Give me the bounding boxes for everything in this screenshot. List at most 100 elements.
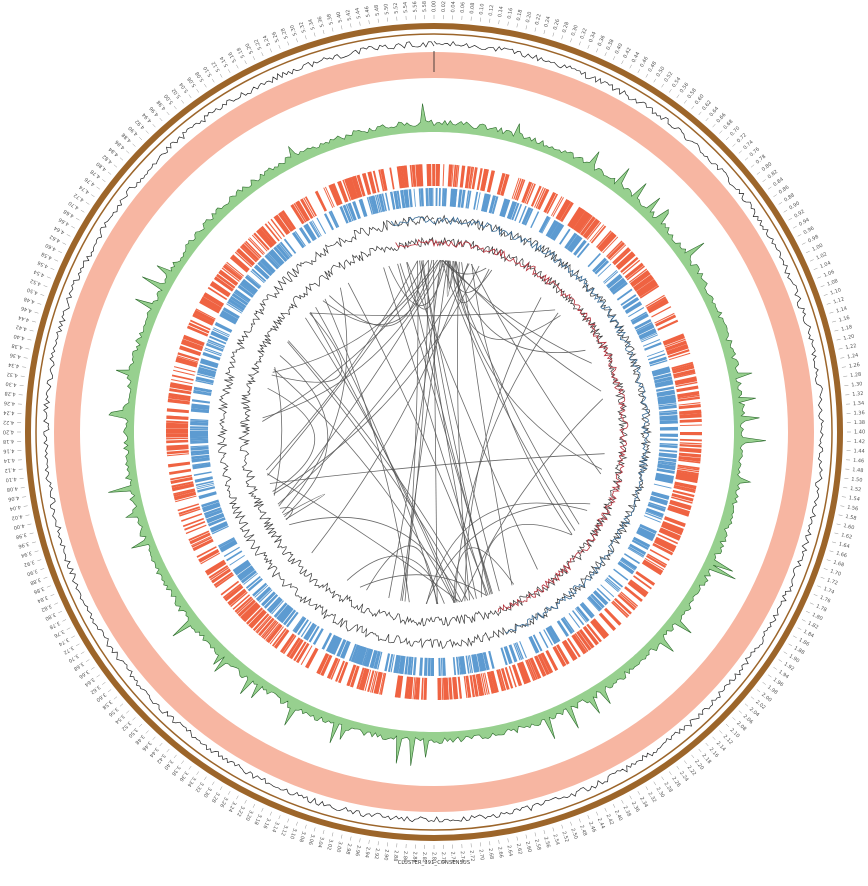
tick-label: 4.64 bbox=[53, 225, 66, 236]
tick-label: 0.20 bbox=[525, 11, 533, 23]
tick-mark bbox=[751, 697, 754, 700]
tick-mark bbox=[228, 69, 230, 72]
link-chord bbox=[283, 494, 324, 519]
tick-mark bbox=[236, 65, 238, 69]
tick-mark bbox=[35, 312, 39, 313]
tick-label: 1.20 bbox=[843, 334, 855, 342]
link-chord bbox=[274, 367, 282, 496]
tick-mark bbox=[713, 737, 716, 740]
link-chord bbox=[426, 503, 590, 603]
tick-mark bbox=[91, 667, 94, 669]
tick-mark bbox=[167, 112, 170, 115]
tick-label: 4.12 bbox=[4, 466, 16, 473]
tick-mark bbox=[613, 804, 615, 808]
tick-label: 3.06 bbox=[307, 833, 316, 845]
forward-gene bbox=[168, 462, 190, 468]
tick-mark bbox=[839, 348, 843, 349]
tick-label: 5.56 bbox=[412, 1, 418, 12]
tick-mark bbox=[108, 172, 111, 174]
tick-mark bbox=[613, 56, 615, 60]
tick-mark bbox=[181, 761, 183, 764]
tick-mark bbox=[824, 294, 828, 295]
reverse-gene bbox=[660, 429, 678, 431]
tick-label: 1.30 bbox=[851, 381, 863, 388]
tick-label: 4.20 bbox=[3, 429, 14, 435]
tick-mark bbox=[120, 704, 123, 707]
reverse-gene-ring-group bbox=[190, 188, 678, 676]
tick-mark bbox=[40, 294, 44, 295]
link-chord bbox=[427, 503, 587, 604]
tick-mark bbox=[699, 749, 702, 752]
tick-label: 5.24 bbox=[262, 34, 272, 47]
reverse-gene bbox=[539, 216, 550, 233]
tick-mark bbox=[35, 551, 39, 552]
tick-mark bbox=[54, 603, 58, 605]
tick-mark bbox=[745, 158, 748, 161]
forward-gene bbox=[676, 385, 698, 392]
tick-mark bbox=[220, 787, 222, 790]
tick-mark bbox=[91, 195, 94, 197]
tick-label: 5.42 bbox=[345, 9, 353, 21]
tick-mark bbox=[47, 277, 51, 278]
tick-mark bbox=[842, 367, 846, 368]
tick-mark bbox=[621, 800, 623, 804]
tick-label: 2.66 bbox=[496, 846, 504, 858]
tick-mark bbox=[126, 711, 129, 714]
tick-label: 0.46 bbox=[639, 56, 650, 69]
tick-label: 2.98 bbox=[344, 843, 352, 855]
tick-label: 0.12 bbox=[488, 4, 495, 16]
tick-label: 4.56 bbox=[37, 259, 50, 269]
tick-mark bbox=[58, 251, 62, 253]
tick-mark bbox=[369, 20, 370, 24]
tick-label: 0.98 bbox=[807, 234, 820, 244]
tick-mark bbox=[526, 25, 527, 29]
reverse-gene bbox=[605, 578, 619, 591]
tick-mark bbox=[97, 187, 100, 189]
tick-mark bbox=[114, 165, 117, 168]
tick-mark bbox=[262, 808, 264, 812]
tick-mark bbox=[81, 652, 84, 654]
tick-mark bbox=[526, 835, 527, 839]
link-chord bbox=[278, 264, 469, 505]
tick-label: 0.92 bbox=[793, 209, 806, 220]
tick-mark bbox=[37, 560, 41, 561]
tick-label: 3.98 bbox=[15, 531, 27, 540]
tick-mark bbox=[114, 697, 117, 700]
tick-mark bbox=[824, 568, 828, 569]
link-chord bbox=[329, 260, 423, 326]
tick-mark bbox=[840, 358, 844, 359]
tick-mark bbox=[30, 533, 34, 534]
link-chord bbox=[384, 268, 487, 596]
tick-label: 2.68 bbox=[487, 848, 494, 860]
tick-label: 2.44 bbox=[596, 817, 606, 830]
tick-label: 1.14 bbox=[836, 306, 848, 315]
tick-label: 2.92 bbox=[373, 848, 380, 860]
tick-mark bbox=[535, 832, 536, 836]
tick-label: 0.00 bbox=[432, 1, 438, 12]
tick-label: 0.14 bbox=[497, 6, 505, 18]
tick-label: 4.60 bbox=[44, 242, 57, 252]
tick-mark bbox=[181, 100, 183, 103]
tick-mark bbox=[27, 339, 31, 340]
tick-label: 5.16 bbox=[227, 51, 238, 64]
tick-label: 4.14 bbox=[4, 457, 16, 464]
reverse-gene bbox=[654, 484, 672, 489]
tick-mark bbox=[30, 330, 34, 331]
tick-mark bbox=[76, 218, 79, 220]
tick-mark bbox=[305, 35, 306, 39]
tick-mark bbox=[605, 808, 607, 812]
tick-mark bbox=[160, 118, 163, 121]
tick-label: 1.54 bbox=[848, 495, 860, 503]
ideogram-inner-edge bbox=[36, 34, 832, 830]
tick-label: 1.72 bbox=[826, 577, 839, 587]
tick-mark bbox=[360, 838, 361, 842]
tick-mark bbox=[570, 822, 571, 826]
forward-gene bbox=[215, 574, 234, 588]
tick-mark bbox=[842, 497, 846, 498]
forward-gene bbox=[169, 469, 191, 475]
reverse-gene bbox=[428, 658, 431, 676]
tick-label: 0.18 bbox=[516, 9, 524, 21]
tick-label: 1.84 bbox=[802, 629, 815, 640]
tick-label: 1.56 bbox=[847, 505, 859, 513]
ideogram-ring bbox=[28, 26, 840, 838]
